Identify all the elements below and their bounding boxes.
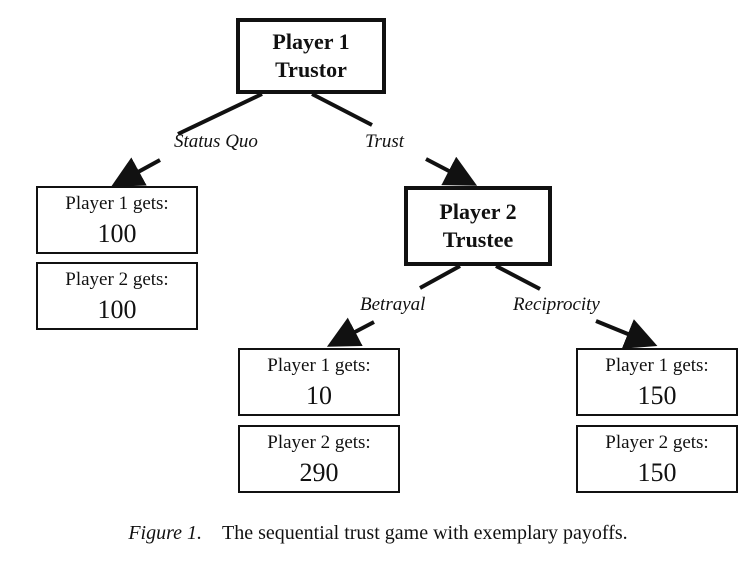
edge-trust-upper xyxy=(311,92,373,127)
payoff-amount: 150 xyxy=(637,381,677,410)
payoff-amount: 10 xyxy=(306,381,332,410)
caption-text: The sequential trust game with exemplary… xyxy=(222,522,628,544)
edge-trust-lower xyxy=(425,156,478,186)
edge-label-trust: Trust xyxy=(365,131,405,152)
figure-label: Figure 1. xyxy=(128,522,203,544)
payoff-reciprocity-player1: Player 1 gets: 150 xyxy=(576,348,738,416)
edge-label-status-quo: Status Quo xyxy=(174,131,258,152)
edge-reciprocity-lower xyxy=(595,319,658,349)
trustor-role-label: Trustor xyxy=(275,57,347,82)
edge-betrayal-lower xyxy=(326,317,375,347)
payoff-reciprocity-player2: Player 2 gets: 150 xyxy=(576,425,738,493)
trustee-node: Player 2 Trustee xyxy=(404,186,552,266)
payoff-amount: 290 xyxy=(299,458,339,487)
payoff-betrayal-player2: Player 2 gets: 290 xyxy=(238,425,400,493)
trustee-role-label: Trustee xyxy=(442,227,514,252)
payoff-label: Player 1 gets: xyxy=(267,355,371,376)
edge-status-quo-upper xyxy=(177,92,263,136)
payoff-label: Player 2 gets: xyxy=(65,269,169,290)
payoff-betrayal-player1: Player 1 gets: 10 xyxy=(238,348,400,416)
payoff-amount: 100 xyxy=(97,219,137,248)
edge-label-betrayal: Betrayal xyxy=(360,294,426,315)
payoff-amount: 150 xyxy=(637,458,677,487)
payoff-label: Player 2 gets: xyxy=(605,432,709,453)
edge-betrayal-upper xyxy=(419,264,461,290)
trustee-player-label: Player 2 xyxy=(439,199,517,224)
edge-status-quo-lower xyxy=(110,157,161,187)
payoff-label: Player 1 gets: xyxy=(65,193,169,214)
payoff-amount: 100 xyxy=(97,295,137,324)
edge-reciprocity-upper xyxy=(495,264,541,291)
edge-label-reciprocity: Reciprocity xyxy=(513,294,600,315)
payoff-status-quo-player1: Player 1 gets: 100 xyxy=(36,186,198,254)
payoff-label: Player 2 gets: xyxy=(267,432,371,453)
trustor-player-label: Player 1 xyxy=(272,29,350,54)
figure-caption: Figure 1. The sequential trust game with … xyxy=(0,522,756,545)
payoff-label: Player 1 gets: xyxy=(605,355,709,376)
trustor-node: Player 1 Trustor xyxy=(236,18,386,94)
payoff-status-quo-player2: Player 2 gets: 100 xyxy=(36,262,198,330)
